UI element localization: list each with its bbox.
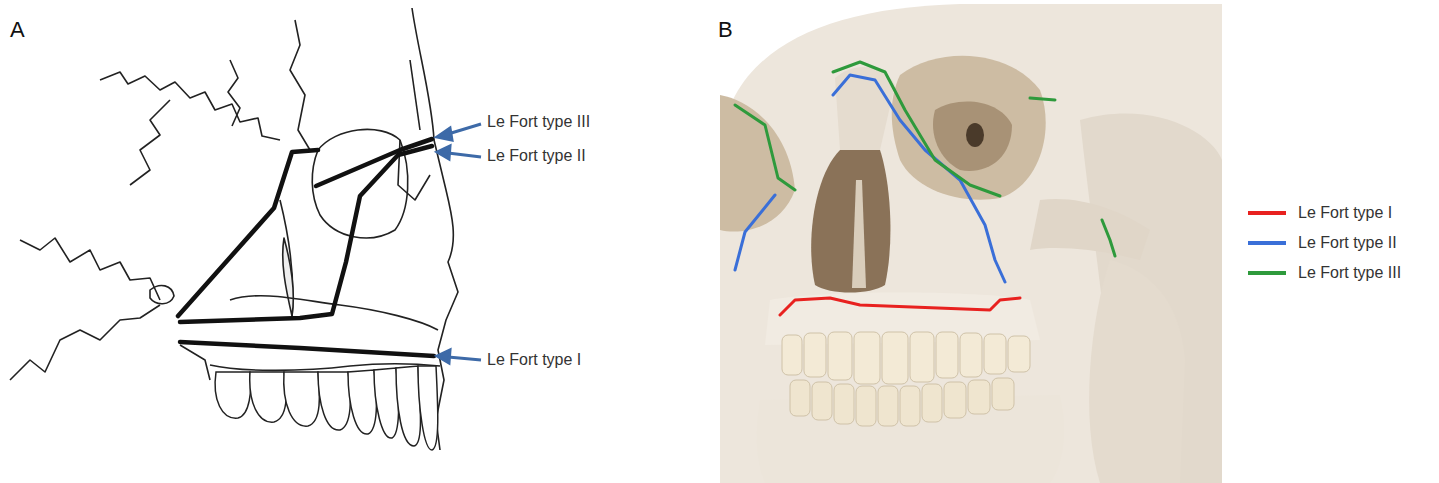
legend-swatch	[1248, 271, 1286, 275]
fracture-lines	[178, 139, 434, 356]
temporal-shadow	[1080, 114, 1222, 483]
tooth	[828, 332, 852, 380]
cranial-suture	[228, 60, 240, 126]
zygomatic-arch	[1030, 199, 1150, 260]
leader-arrow	[448, 357, 481, 360]
tooth	[790, 380, 810, 416]
tooth	[418, 366, 438, 450]
tooth	[944, 382, 966, 418]
tooth	[215, 372, 251, 418]
skull-bone	[720, 4, 1222, 483]
tooth	[900, 386, 920, 426]
tooth	[856, 386, 876, 426]
tooth	[984, 334, 1006, 374]
tooth	[960, 333, 982, 377]
nasal-septum	[852, 180, 866, 288]
fracture-overlay	[735, 62, 1115, 315]
arrow-head	[437, 350, 450, 363]
tooth	[374, 368, 399, 438]
arrow-head	[437, 146, 450, 159]
tooth	[910, 332, 934, 382]
nasal-aperture	[811, 150, 890, 293]
optic-foramen	[966, 123, 984, 147]
face-profile	[412, 8, 458, 450]
fracture-label: Le Fort type I	[487, 350, 581, 370]
tooth	[936, 332, 958, 378]
mandible-ramus	[1089, 260, 1185, 483]
occipital-outline	[10, 305, 160, 380]
tooth	[968, 380, 990, 414]
panel-letter: B	[718, 20, 733, 40]
tooth	[804, 333, 826, 377]
cranial-suture	[290, 20, 310, 150]
skull-line-drawing	[10, 8, 458, 450]
tooth	[782, 335, 802, 375]
zygomatic-bone-detail	[283, 238, 294, 316]
pterygoid	[150, 285, 174, 303]
legend-text: Le Fort type II	[1298, 233, 1397, 253]
skull-model	[720, 4, 1222, 483]
arrow-head	[437, 128, 452, 140]
tooth	[854, 332, 880, 384]
label-arrows	[437, 124, 481, 363]
le-fort-iii-line	[316, 139, 432, 186]
tooth	[318, 372, 350, 430]
teeth-upper	[782, 332, 1030, 384]
le-fort-ii-line	[833, 75, 1005, 282]
fracture-label: Le Fort type III	[487, 112, 590, 132]
styloid	[180, 345, 210, 380]
tooth	[922, 384, 942, 422]
legend-text: Le Fort type I	[1298, 203, 1392, 223]
le-fort-i-line	[180, 342, 434, 356]
le-fort-iii-line	[833, 62, 1000, 196]
tooth	[284, 372, 320, 426]
tooth	[992, 378, 1014, 410]
leader-arrow	[448, 124, 481, 134]
panel-letter: A	[10, 20, 25, 40]
le-fort-iii-line	[178, 150, 318, 316]
cranial-suture	[130, 100, 170, 185]
vertical-edge	[410, 60, 420, 130]
occipital-outline	[20, 238, 160, 300]
teeth-row	[215, 366, 438, 450]
legend-text: Le Fort type III	[1298, 263, 1401, 283]
legend-swatch	[1248, 211, 1286, 215]
leader-arrow	[448, 153, 481, 157]
le-fort-iii-line	[1102, 220, 1115, 256]
le-fort-ii-line	[735, 195, 775, 270]
fracture-label: Le Fort type II	[487, 146, 586, 166]
tooth	[1008, 336, 1030, 372]
tooth	[812, 382, 832, 420]
le-fort-i-line	[780, 298, 1020, 315]
right-orbit	[720, 95, 795, 232]
orbit-depth	[933, 102, 1012, 171]
le-fort-iii-line	[1030, 98, 1055, 100]
tooth	[834, 384, 854, 424]
le-fort-ii-line	[180, 146, 432, 322]
tooth	[882, 332, 908, 384]
le-fort-iii-line	[735, 105, 795, 190]
tooth	[878, 386, 898, 426]
tooth	[348, 370, 376, 434]
cranial-suture	[100, 72, 280, 140]
tooth	[396, 366, 421, 446]
teeth-lower	[790, 378, 1014, 426]
zygoma	[280, 200, 293, 318]
tooth	[250, 372, 287, 422]
legend-swatch	[1248, 241, 1286, 245]
